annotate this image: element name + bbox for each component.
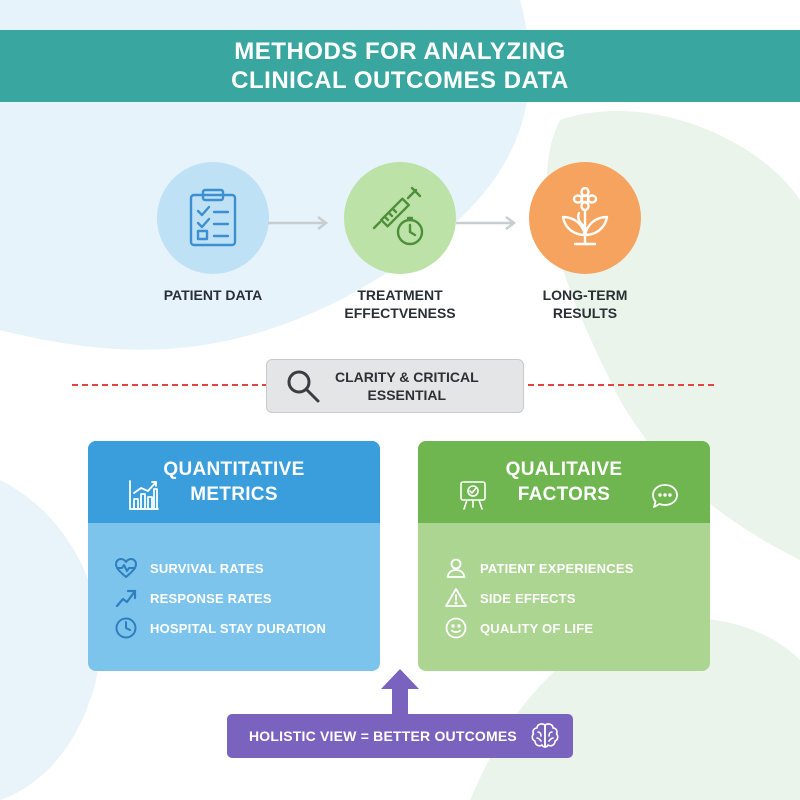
plant-growth-icon — [561, 187, 609, 246]
flow-step-circle — [344, 162, 456, 274]
quantitative-card-header: QUANTITATIVE METRICS — [88, 441, 380, 523]
list-item: RESPONSE RATES — [88, 583, 380, 613]
flow-step-circle — [157, 162, 269, 274]
flow-step-circle — [529, 162, 641, 274]
qualitative-card-list: PATIENT EXPERIENCES SIDE EFFECTS QUALITY… — [418, 523, 710, 643]
flow-step-label: TREATMENT EFFECTVENESS — [344, 287, 456, 321]
flow-step-label: PATIENT DATA — [163, 287, 263, 303]
flow-arrow-2 — [456, 216, 517, 230]
smiley-icon — [445, 617, 467, 639]
qualitative-card-title: QUALITAIVE FACTORS — [505, 459, 623, 505]
list-item: PATIENT EXPERIENCES — [418, 553, 710, 583]
magnifier-icon — [287, 370, 320, 403]
list-item: SURVIVAL RATES — [88, 553, 380, 583]
holistic-view-label: HOLISTIC VIEW = BETTER OUTCOMES — [249, 728, 517, 744]
quantitative-metrics-card: QUANTITATIVE METRICS SURVIVAL RATES RESP… — [88, 441, 380, 671]
list-item: SIDE EFFECTS — [418, 583, 710, 613]
syringe-stopwatch-icon — [372, 186, 424, 246]
divider-dashed-left — [72, 384, 268, 386]
heart-pulse-icon — [115, 558, 137, 578]
flow-arrow-1 — [268, 216, 329, 230]
up-arrow — [381, 669, 419, 717]
warning-icon — [445, 588, 467, 607]
easel-icon — [460, 481, 486, 510]
clipboard-checklist-icon — [189, 188, 237, 247]
flow-step-treatment: TREATMENT EFFECTVENESS — [290, 162, 510, 322]
trend-arrow-icon — [115, 589, 137, 608]
page-title: METHODS FOR ANALYZING CLINICAL OUTCOMES … — [231, 38, 569, 94]
list-item: QUALITY OF LIFE — [418, 613, 710, 643]
chat-bubble-icon — [652, 484, 678, 508]
list-item: HOSPITAL STAY DURATION — [88, 613, 380, 643]
quantitative-card-list: SURVIVAL RATES RESPONSE RATES HOSPITAL S… — [88, 523, 380, 643]
flow-step-label: LONG-TERM RESULTS — [542, 287, 628, 321]
holistic-view-banner: HOLISTIC VIEW = BETTER OUTCOMES — [227, 714, 573, 758]
title-banner: METHODS FOR ANALYZING CLINICAL OUTCOMES … — [0, 30, 800, 102]
divider-dashed-right — [528, 384, 714, 386]
quantitative-card-title: QUANTITATIVE METRICS — [163, 459, 305, 505]
person-icon — [446, 558, 466, 578]
bar-chart-icon — [129, 480, 159, 510]
brain-icon — [531, 723, 559, 748]
qualitative-factors-card: QUALITAIVE FACTORS PATIENT EXPERIENCES S… — [418, 441, 710, 671]
flow-step-long-term: LONG-TERM RESULTS — [475, 162, 695, 322]
key-message-box: CLARITY & CRITICAL ESSENTIAL — [266, 359, 524, 413]
qualitative-card-header: QUALITAIVE FACTORS — [418, 441, 710, 523]
clock-icon — [115, 617, 137, 639]
flow-step-patient-data: PATIENT DATA — [103, 162, 323, 304]
key-message-text: CLARITY & CRITICAL ESSENTIAL — [335, 369, 479, 403]
